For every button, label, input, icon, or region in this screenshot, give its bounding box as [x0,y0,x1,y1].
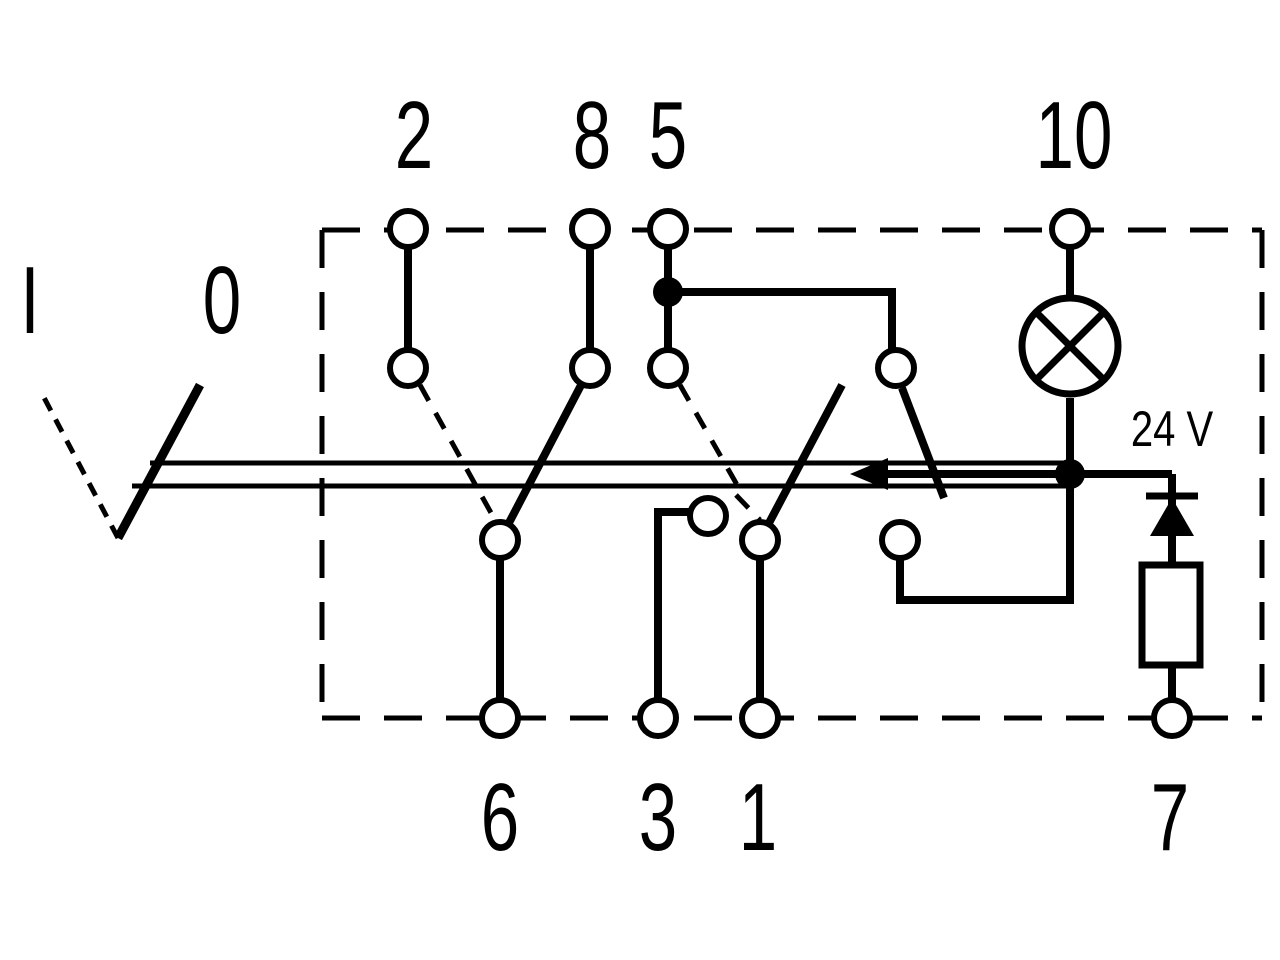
contact-points [387,347,921,561]
contact-3 [687,495,729,537]
lamp-icon [1018,294,1122,398]
terminal-label-6: 6 [481,763,519,871]
terminal-label-8: 8 [573,81,611,189]
inactive-contacts [417,383,762,522]
wire-terminal-3 [654,508,689,698]
terminal-3 [637,697,679,739]
junctions [653,277,1085,489]
terminal-label-3: 3 [639,763,677,871]
terminal-2 [387,208,429,250]
contact-blade-lamp-switch [898,386,948,500]
contact-blade-8-6 [496,366,594,542]
terminal-6 [479,697,521,739]
contact-blade-2-inactive [417,383,498,522]
switch-housing-outline [319,227,1265,721]
position-label-off: 0 [203,246,241,354]
terminal-7 [1151,697,1193,739]
terminal-1 [739,697,781,739]
wire-5-to-lamp-switch [668,288,896,350]
rocker-actuator [37,382,1070,541]
contact-lamp-switch-top [875,347,917,389]
voltage-label: 24 V [1131,401,1213,457]
position-label-on: I [20,246,39,354]
direction-arrow-icon [850,458,888,490]
terminal-label-7: 7 [1151,763,1189,871]
diode-icon [1146,492,1198,536]
junction-24v [1055,459,1085,489]
contact-5 [647,347,689,389]
junction-terminal-5 [653,277,683,307]
terminal-label-10: 10 [1036,81,1113,189]
contact-blade-3-inactive [734,493,762,522]
contact-blade-5-inactive [677,383,743,492]
terminals [387,208,1193,739]
terminal-label-5: 5 [649,81,687,189]
contact-lamp-switch-bottom [879,519,921,561]
wire-lamp-return [896,398,1074,604]
contact-blade-1 [756,383,846,542]
resistor-icon [1138,561,1204,669]
terminal-10 [1049,208,1091,250]
terminal-label-2: 2 [395,81,433,189]
terminal-label-1: 1 [739,763,777,871]
rocker-lever-on [37,388,121,540]
contact-1 [739,519,781,561]
contact-8 [569,347,611,389]
contact-6 [479,519,521,561]
contact-2 [387,347,429,389]
terminal-5 [647,208,689,250]
terminal-8 [569,208,611,250]
